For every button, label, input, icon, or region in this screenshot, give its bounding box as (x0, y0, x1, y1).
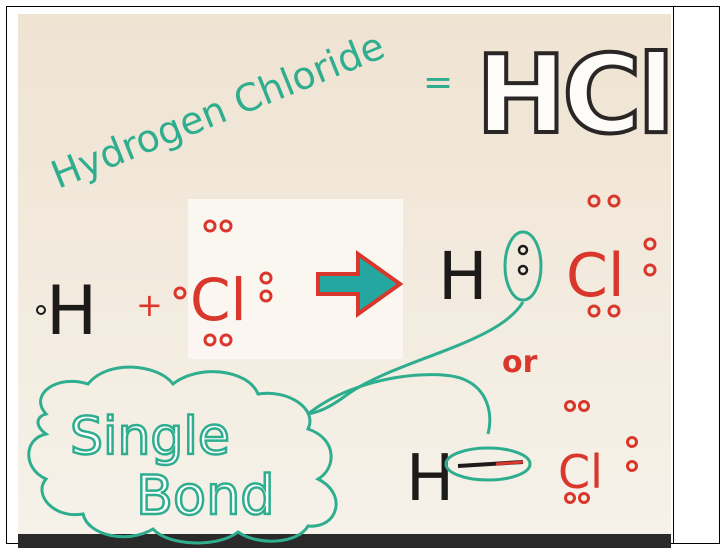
single-word: Single (70, 407, 230, 467)
shared-pair-ring (503, 230, 543, 302)
single-bond-line-red (495, 460, 524, 466)
reactant-cl: Cl (190, 266, 247, 334)
formula-hcl: HCl (476, 33, 671, 158)
connector-bottom (307, 373, 492, 435)
product-cl: Cl (566, 241, 625, 311)
board-bottom-edge (18, 534, 671, 548)
product-cl-electrons (587, 194, 657, 318)
product-h: H (438, 238, 488, 315)
alt-cl-electrons (564, 400, 638, 504)
reactant-h: H (46, 272, 97, 351)
h-electron (36, 305, 46, 315)
whiteboard-illustration: Hydrogen Chloride = HCl H + Cl H Cl (18, 14, 671, 548)
single-bond-cloud (27, 365, 338, 545)
or-label: or (502, 345, 538, 380)
shared-electrons (517, 244, 529, 276)
whiteboard-photo: Hydrogen Chloride = HCl H + Cl H Cl (18, 14, 671, 548)
reactant-cl-electrons (173, 219, 273, 347)
frame-divider (673, 6, 674, 544)
alt-h: H (406, 442, 454, 516)
plus-sign: + (136, 286, 163, 324)
connector-top (307, 301, 525, 416)
title-equals: = (423, 62, 453, 103)
reaction-arrow-icon (316, 250, 404, 318)
bond-word: Bond (136, 464, 275, 527)
bond-line-ring (444, 446, 532, 482)
alt-cl: Cl (558, 445, 603, 499)
